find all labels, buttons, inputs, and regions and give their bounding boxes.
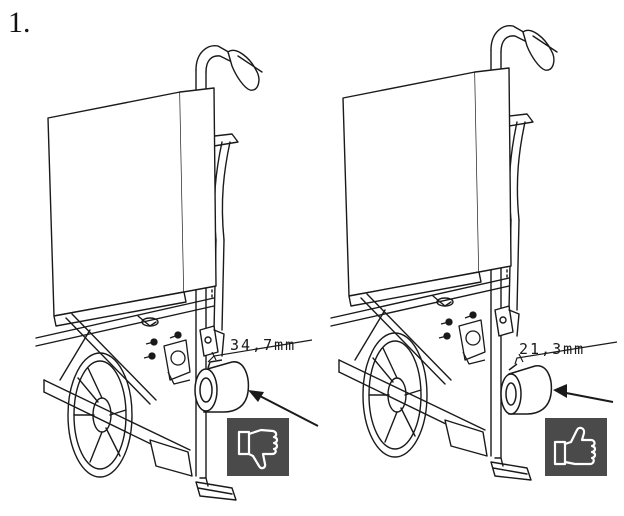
arrow-left (248, 390, 319, 427)
mount-bracket-left (143, 331, 191, 385)
tire-component-thick (194, 359, 250, 413)
dimension-line-left (207, 339, 313, 363)
measurement-label-right: 21,3mm (519, 340, 585, 358)
measurement-label-left: 34,7mm (230, 336, 296, 354)
step-number: 1. (8, 6, 31, 39)
right-panel: 21,3mm (330, 25, 618, 481)
tire-component-thin (500, 363, 553, 415)
left-panel: 34,7mm (35, 45, 319, 501)
thumbs-down-icon (227, 418, 289, 476)
thumbs-up-icon (545, 418, 607, 476)
mount-bracket-right (438, 311, 486, 365)
arrow-right (553, 384, 614, 403)
dimension-line-right (514, 341, 618, 365)
